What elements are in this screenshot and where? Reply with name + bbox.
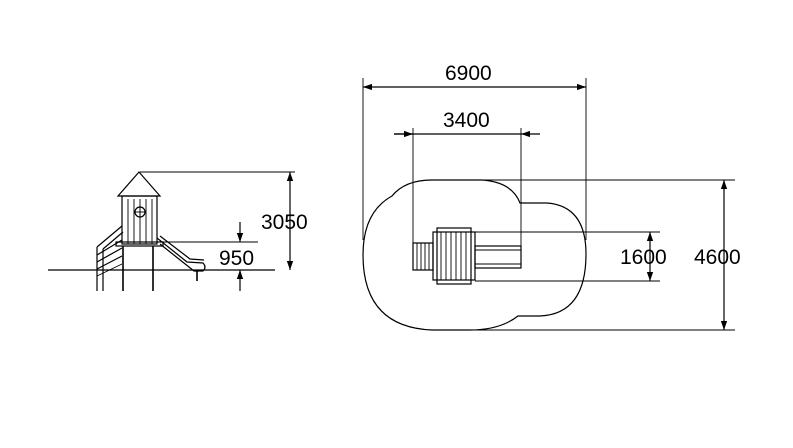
platform-dimension-label: 950 xyxy=(219,247,254,270)
safety-zone-outline xyxy=(362,179,587,331)
total-length-dimension-label: 6900 xyxy=(445,62,492,85)
equipment-plan xyxy=(412,227,522,285)
tower-roof xyxy=(116,171,162,197)
total-width-dimension-label: 4600 xyxy=(694,246,741,269)
slide xyxy=(156,235,206,281)
ladder xyxy=(96,225,124,291)
top-view-plan: 6900 3400 xyxy=(362,62,741,331)
equipment-width-dimension-label: 1600 xyxy=(620,246,667,269)
side-view-elevation: 3050 950 xyxy=(48,171,308,291)
height-dimension-label: 3050 xyxy=(261,211,308,234)
tower-house xyxy=(121,195,158,245)
equipment-length-dimension-label: 3400 xyxy=(443,109,490,132)
